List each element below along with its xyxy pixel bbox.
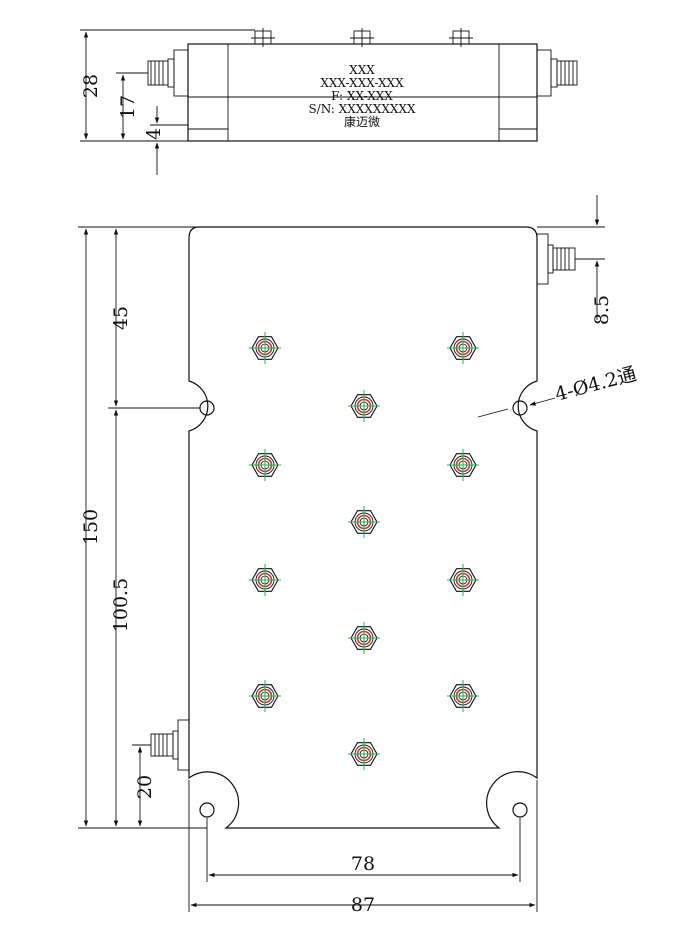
- marking-line-4: S/N: XXXXXXXXX: [308, 102, 416, 116]
- side-post-right: [449, 28, 473, 47]
- dim-text-8-5: 8.5: [591, 295, 613, 325]
- tuning-screw: [249, 332, 281, 364]
- hole-note-leader: [529, 397, 556, 406]
- dim-text-150: 150: [80, 509, 102, 545]
- mount-hole-left-lower: [199, 802, 215, 818]
- dim-text-28: 28: [80, 74, 102, 98]
- side-post-center: [350, 28, 374, 47]
- top-connector-left: [150, 719, 190, 771]
- dim-text-45: 45: [110, 306, 132, 330]
- side-connector-left: [147, 49, 189, 97]
- marking-line-2: XXX-XXX-XXX: [320, 76, 404, 90]
- top-view: 150 45 100.5 20 8.5 4-Ø4.2通 78 87: [78, 195, 639, 916]
- dim-text-20: 20: [134, 775, 156, 799]
- marking-line-1: XXX: [349, 63, 375, 77]
- dim-text-87: 87: [351, 894, 375, 916]
- tuning-screw: [447, 564, 479, 596]
- dim-text-17: 17: [117, 95, 139, 119]
- tuning-screw: [348, 506, 380, 538]
- tuning-screw: [348, 622, 380, 654]
- tuning-screw: [249, 449, 281, 481]
- side-connector-right: [536, 49, 578, 97]
- hole-note-text: 4-Ø4.2通: [553, 363, 639, 406]
- tuning-screw: [447, 332, 479, 364]
- top-outline: [188, 226, 538, 829]
- dim-text-78: 78: [351, 853, 375, 875]
- tuning-screw: [249, 564, 281, 596]
- mount-hole-right-upper: [512, 400, 528, 416]
- side-view: XXX XXX-XXX-XXX F: XX-XXX S/N: XXXXXXXXX…: [80, 28, 578, 175]
- dim-text-4: 4: [143, 128, 165, 140]
- top-connector-right: [536, 233, 576, 285]
- tuning-screw: [348, 390, 380, 422]
- tuning-screw: [447, 449, 479, 481]
- tuning-screws: [249, 332, 479, 770]
- tuning-screw: [249, 680, 281, 712]
- dim-text-100-5: 100.5: [110, 578, 132, 632]
- marking-line-3: F: XX-XXX: [331, 89, 393, 103]
- tuning-screw: [348, 738, 380, 770]
- side-post-left: [251, 28, 275, 47]
- marking-line-5: 康迈微: [344, 114, 380, 129]
- tuning-screw: [447, 680, 479, 712]
- mount-hole-right-lower: [512, 802, 528, 818]
